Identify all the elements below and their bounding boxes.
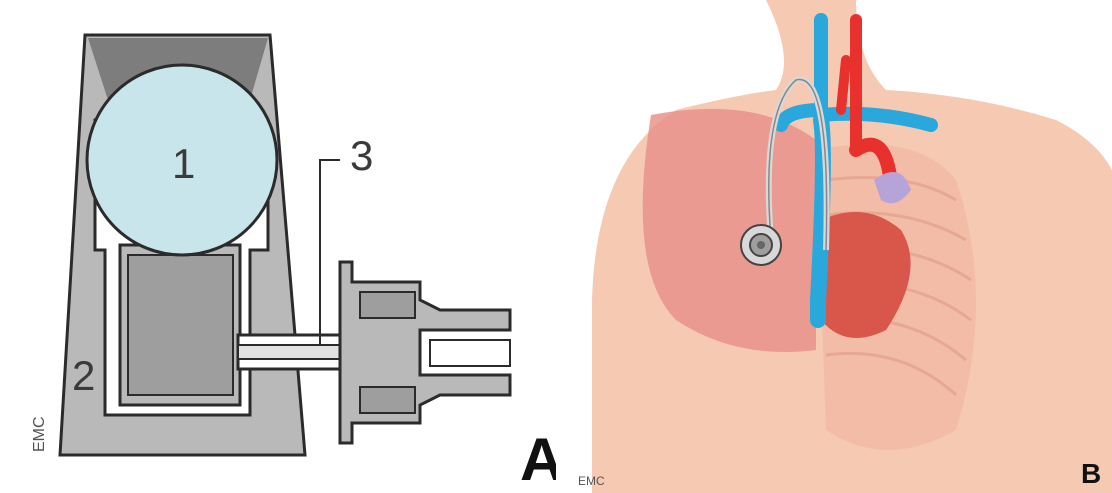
callout-line-3 xyxy=(320,160,340,345)
implanted-port xyxy=(741,225,781,265)
panel-label-a: A xyxy=(520,426,556,493)
panel-a-port-cross-section: 1 2 3 EMC A xyxy=(0,0,556,493)
callout-1: 1 xyxy=(172,140,195,187)
panel-b-anatomical-placement: EMC B xyxy=(556,0,1112,493)
chamber-body xyxy=(128,255,233,395)
anatomy-svg: EMC B xyxy=(556,0,1112,493)
port-cross-section-svg: 1 2 3 EMC A xyxy=(0,0,556,493)
catheter-connector xyxy=(340,262,510,443)
callout-3: 3 xyxy=(350,132,373,179)
callout-2: 2 xyxy=(72,352,95,399)
emc-logo-a: EMC xyxy=(31,416,48,452)
emc-logo-b: EMC xyxy=(578,474,605,488)
panel-label-b: B xyxy=(1081,458,1101,489)
